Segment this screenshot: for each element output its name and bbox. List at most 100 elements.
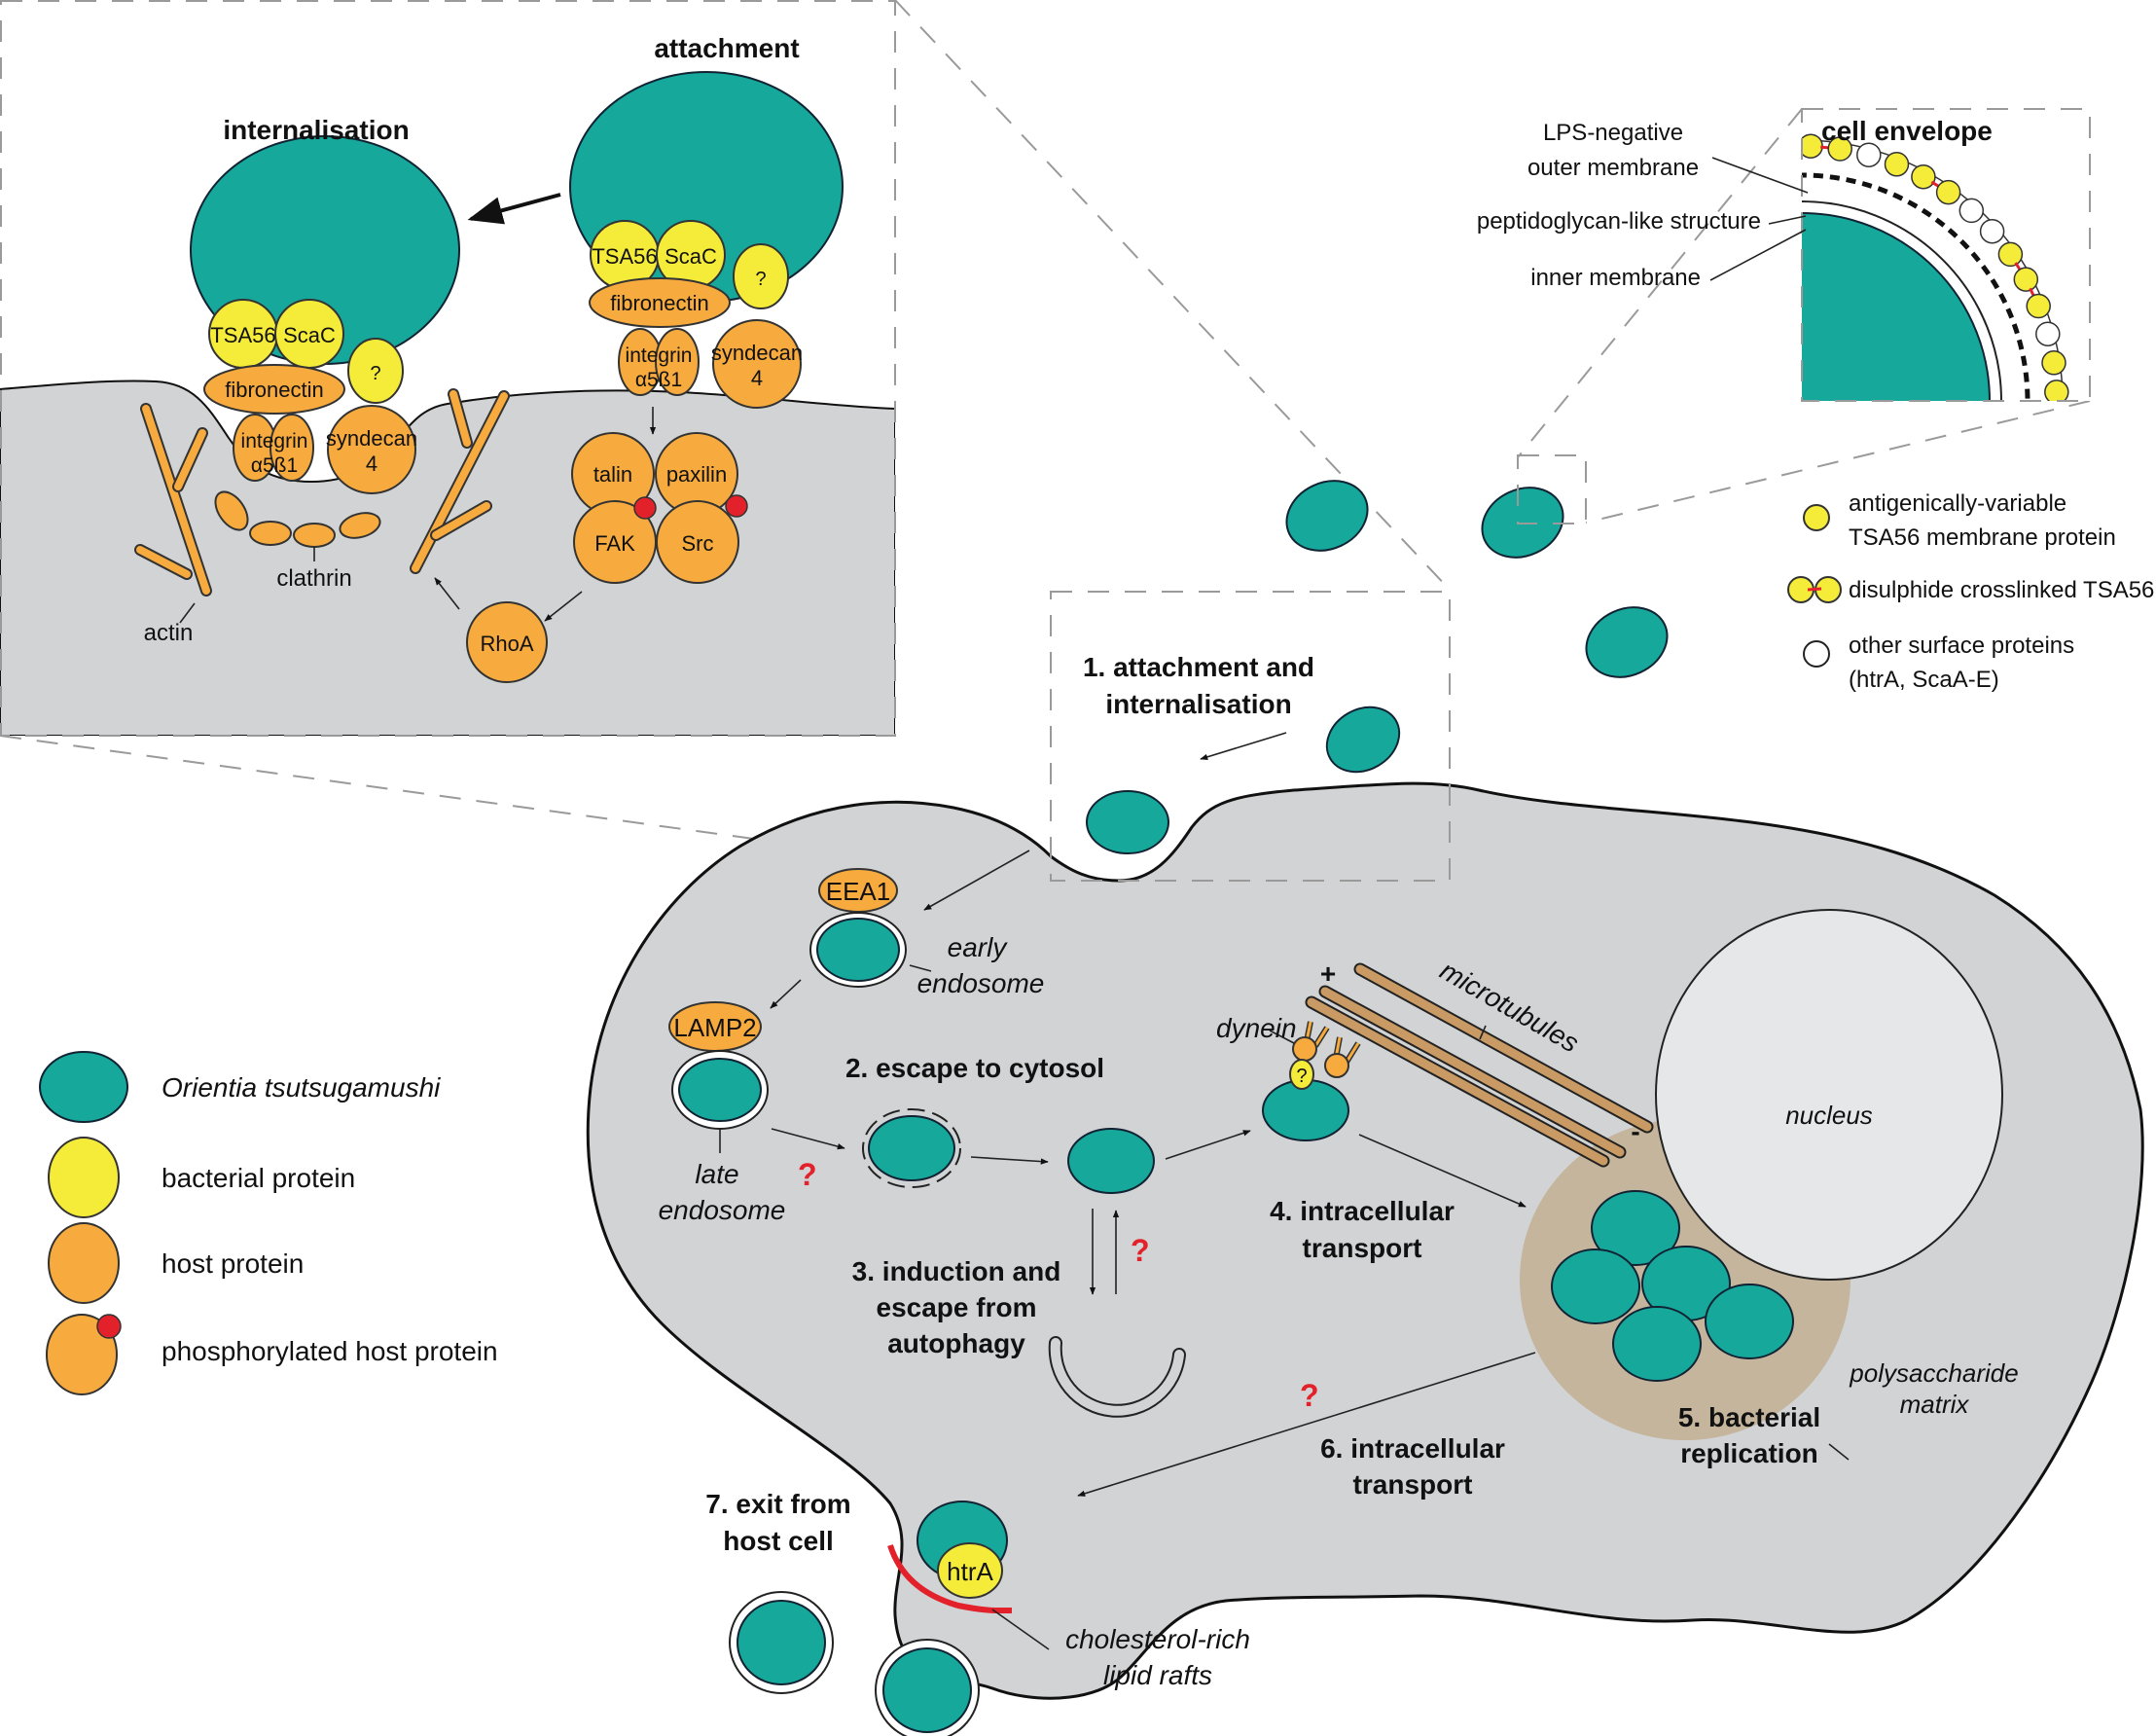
matrix-label-2: matrix [1900,1390,1970,1419]
syndecan-4 [327,405,416,494]
question-mark: ? [798,1157,817,1192]
microtubules [1305,962,1654,1168]
dynein-motor [1292,1036,1317,1062]
minus-end-label: - [1631,1116,1639,1146]
rafts-label-2: lipid rafts [1103,1660,1212,1690]
legend-orientia: Orientia tsutsugamushi [162,1072,441,1103]
tsa56-protein [1911,163,1936,190]
bacterium-released [882,1647,972,1733]
step5-title-1: 5. bacterial [1678,1402,1820,1432]
inset-cell-envelope: cell envelope LPS-negative outer membran… [1477,108,2091,402]
dynein-adaptor-unknown [1289,1059,1314,1090]
envelope-legend-3-line2: (htrA, ScaA-E) [1849,667,1999,693]
phosphate-legend-icon [96,1314,122,1339]
question-mark: ? [1300,1378,1319,1413]
surface-proteins [1802,133,2069,401]
syndecan-label-2: 4 [751,366,763,390]
peptidoglycan-label: peptidoglycan-like structure [1477,208,1761,235]
syndecan-label-2: 4 [366,452,377,476]
unknown-label: ? [370,363,380,384]
tsa56-legend-icon [1803,504,1830,531]
step2-title: 2. escape to cytosol [845,1053,1104,1083]
integrin-beta [655,328,700,396]
fibronectin [589,277,731,328]
scac-label: ScaC [283,323,336,347]
step1-zoom-box [1050,591,1451,882]
tsa56-label: TSA56 [592,244,657,269]
question-mark: ? [1131,1233,1150,1268]
dynein-adaptor-label: ? [1296,1066,1307,1087]
envelope-legend: antigenically-variable TSA56 membrane pr… [1787,490,2154,693]
tsa56-protein [1997,241,2024,268]
envelope-title: cell envelope [1821,116,1993,146]
bacterium [1551,1248,1640,1324]
bacterium [1262,1079,1349,1141]
dynein-transport: ? [1262,1021,1361,1141]
syndecan-label-1: syndecan [326,426,417,451]
step7-title-2: host cell [723,1526,834,1556]
inset-contents: actin TSA56 ScaC ? fibronectin integrin … [134,33,844,683]
tsa56-protein [2026,293,2051,319]
host-membrane-inset [0,380,895,736]
bacterium-extracellular [1285,480,1369,552]
outer-membrane-label-2: outer membrane [1527,155,1699,181]
matrix-label-1: polysaccharide [1849,1358,2018,1388]
bacterium [868,1115,955,1181]
bacterium [1612,1306,1702,1382]
actin-label: actin [144,620,194,646]
tsa56-protein [2013,267,2039,292]
bacterium-attaching [1086,790,1169,854]
clathrin-label: clathrin [276,565,351,592]
inset-border [0,0,896,737]
nucleus-label: nucleus [1785,1101,1873,1130]
early-endosome-label-2: endosome [917,968,1045,998]
bacterium [1705,1284,1794,1359]
unknown-bacterial-protein [347,338,404,404]
fak-label: FAK [594,531,635,556]
phospho-protein-legend-icon [46,1314,118,1395]
other-surface-protein [1979,218,2005,244]
phosphate-group [633,496,657,520]
unknown-label: ? [755,269,766,290]
rafts-label-1: cholesterol-rich [1065,1624,1250,1654]
other-protein-legend-icon [1803,640,1830,668]
step3-title-3: autophagy [887,1328,1025,1358]
integrin-label-1: integrin [626,344,693,367]
envelope-legend-2: disulphide crosslinked TSA56 [1849,577,2154,603]
internalisation-title: internalisation [223,115,409,145]
dynein-motor [1324,1053,1349,1078]
src-label: Src [682,531,714,556]
src [656,500,739,584]
fibronectin [203,364,345,415]
legend-bacterial-protein: bacterial protein [162,1163,355,1193]
bacterium [1591,1190,1680,1266]
rhoa-label: RhoA [480,632,533,656]
bacterial-protein-legend-icon [48,1137,120,1218]
late-endosome-label-2: endosome [659,1195,786,1225]
step6-title-1: 6. intracellular [1320,1433,1505,1464]
talin-label: talin [593,462,632,487]
step4-title-2: transport [1303,1233,1422,1263]
dynein-label: dynein [1216,1013,1297,1043]
step4-title-1: 4. intracellular [1270,1196,1455,1226]
step1-title-2: internalisation [1105,689,1291,719]
bacterium-approaching [1325,705,1401,774]
envelope-zoom-box [1517,454,1587,524]
nucleus [1655,909,2003,1281]
step1-title-1: 1. attachment and [1083,652,1314,682]
bacterium-released [737,1600,826,1685]
main-legend: Orientia tsutsugamushi bacterial protein… [39,1051,498,1395]
tsa56-protein [2044,380,2069,401]
integrin-beta [270,414,314,482]
integrin-label-1: integrin [241,430,308,452]
bacterium [816,918,900,982]
syndecan-label-1: syndecan [711,341,803,365]
phosphate-group [725,494,748,518]
fibronectin-label: fibronectin [225,378,324,402]
tsa56-label: TSA56 [210,323,275,347]
bacterium-extracellular [1585,606,1669,678]
htra-label: htrA [947,1557,993,1586]
late-endosome-label-1: late [695,1159,738,1189]
htra-protein [937,1542,1003,1599]
